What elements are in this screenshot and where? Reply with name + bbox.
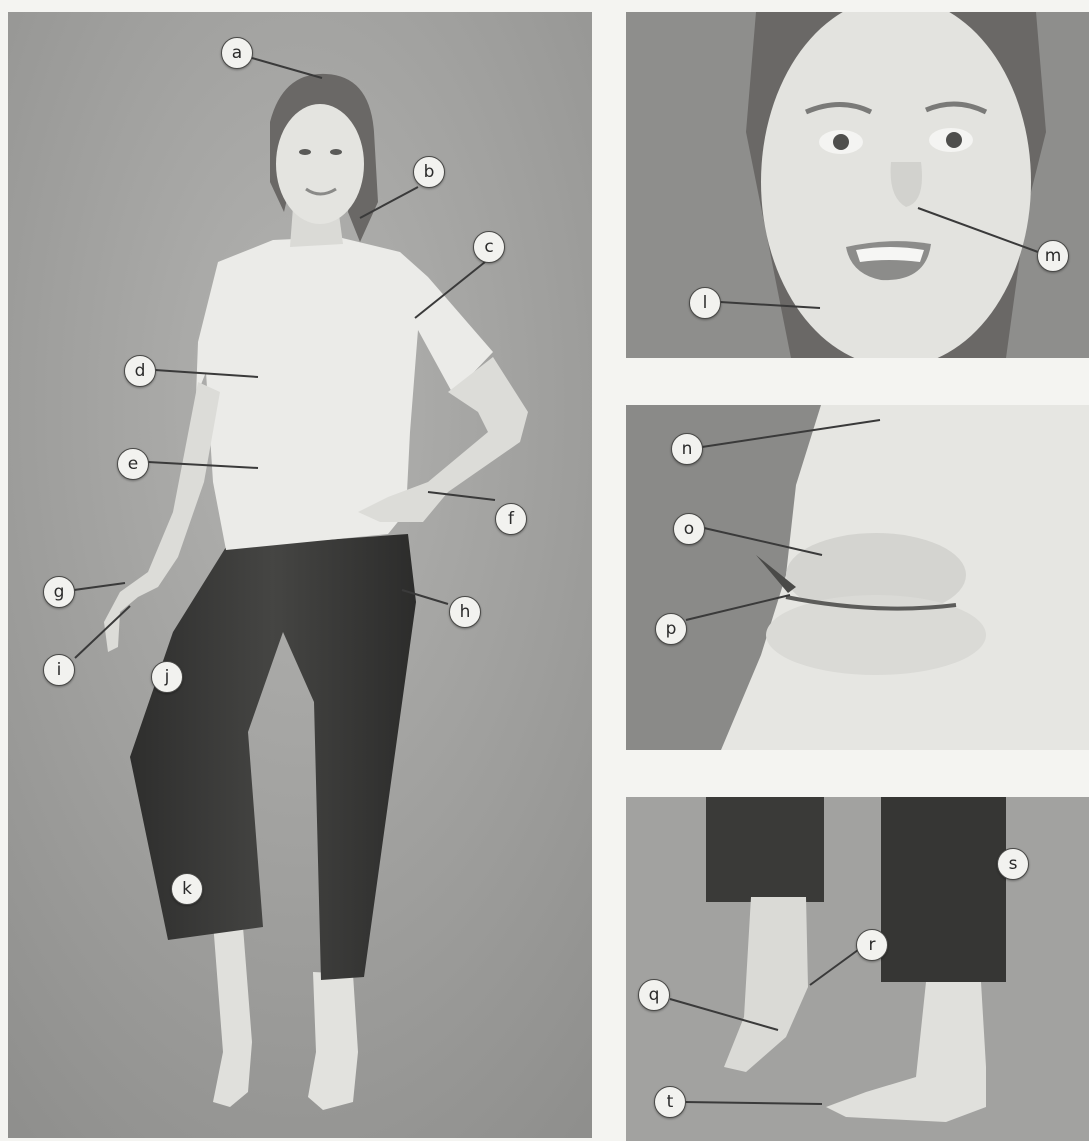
callout-s: s <box>997 848 1029 880</box>
callout-p: p <box>655 613 687 645</box>
callout-e: e <box>117 448 149 480</box>
callout-t: t <box>654 1086 686 1118</box>
callout-c: c <box>473 231 505 263</box>
callout-m: m <box>1037 240 1069 272</box>
callout-k: k <box>171 873 203 905</box>
callout-n: n <box>671 433 703 465</box>
callout-h: h <box>449 596 481 628</box>
callout-r: r <box>856 929 888 961</box>
callout-g: g <box>43 576 75 608</box>
callout-f: f <box>495 503 527 535</box>
callout-i: i <box>43 654 75 686</box>
callout-j: j <box>151 661 183 693</box>
callout-a: a <box>221 37 253 69</box>
callout-d: d <box>124 355 156 387</box>
full-body-panel <box>8 12 592 1138</box>
full-body-figure <box>8 12 592 1138</box>
callout-b: b <box>413 156 445 188</box>
callout-q: q <box>638 979 670 1011</box>
callout-l: l <box>689 287 721 319</box>
callout-o: o <box>673 513 705 545</box>
